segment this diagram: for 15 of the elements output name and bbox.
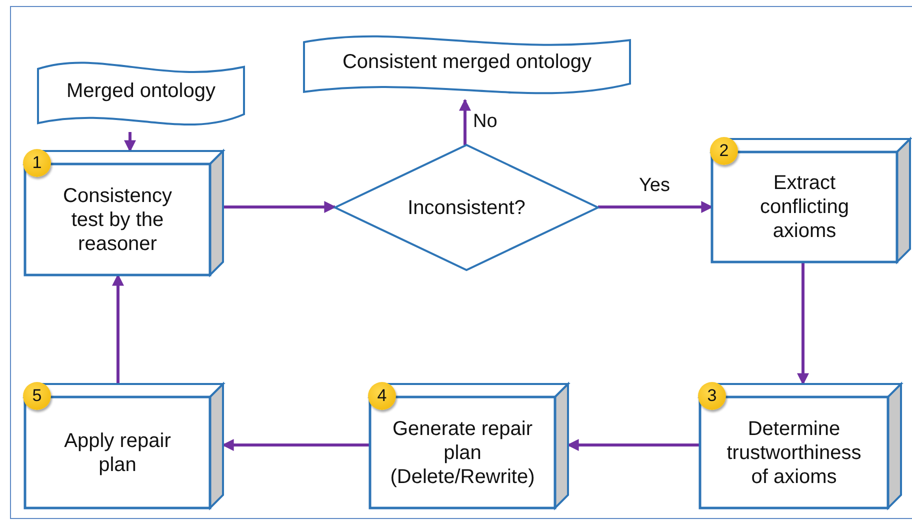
arrow [598,201,714,213]
arrow [459,98,471,145]
arrow [223,201,336,213]
node-text: Extract conflicting axioms [759,171,850,243]
node-text: Consistent merged ontology [342,50,592,74]
node-text: Apply repair plan [63,428,172,476]
arrow [112,274,124,384]
node-text: Merged ontology [66,79,216,103]
decision-diamond [335,145,598,270]
node-text: Inconsistent? [408,196,526,220]
node-text: Determine trustworthiness of axioms [726,416,862,488]
node-text: Generate repair plan (Delete/Rewrite) [390,416,535,488]
arrow [124,132,136,152]
node-text: Consistency test by the reasoner [62,184,173,256]
arrow [797,262,809,386]
